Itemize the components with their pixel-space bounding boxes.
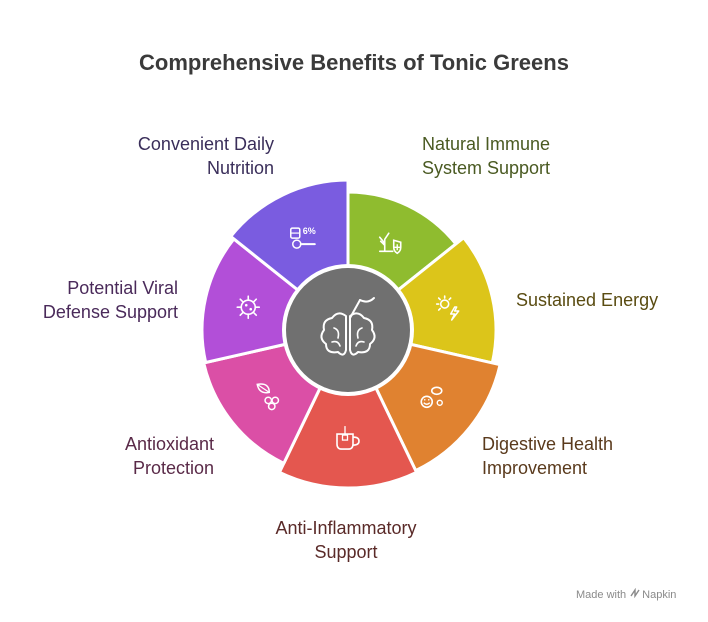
- label-daily-nutrition: Convenient Daily Nutrition: [110, 132, 274, 180]
- virus-icon: [236, 295, 261, 320]
- label-viral-defense: Potential Viral Defense Support: [14, 276, 178, 324]
- label-line: Defense Support: [42, 302, 178, 322]
- napkin-logo-icon: [630, 587, 640, 601]
- made-with-napkin: Made with Napkin: [576, 587, 677, 601]
- svg-text:6%: 6%: [303, 226, 316, 236]
- berries-leaf-icon: [256, 383, 280, 411]
- wheel-segment: [277, 328, 419, 490]
- brain-icon: [320, 297, 376, 356]
- digestive-beans-icon: [420, 386, 443, 409]
- made-with-text: Made with: [576, 589, 627, 601]
- supplement-scoop-icon: 6%: [290, 226, 316, 249]
- label-line: Improvement: [482, 458, 588, 478]
- label-line: Anti-Inflammatory: [275, 518, 417, 538]
- label-line: Convenient Daily: [137, 134, 274, 154]
- label-line: Nutrition: [206, 158, 274, 178]
- label-line: Sustained Energy: [516, 290, 659, 310]
- center-hub: [286, 268, 410, 392]
- tea-cup-icon: [336, 426, 360, 450]
- label-digestive-health: Digestive Health Improvement: [482, 432, 613, 480]
- label-line: Antioxidant: [124, 434, 214, 454]
- label-antioxidant: Antioxidant Protection: [64, 432, 214, 480]
- label-sustained-energy: Sustained Energy: [516, 288, 658, 312]
- plant-shield-icon: [378, 232, 402, 255]
- diagram-title: Comprehensive Benefits of Tonic Greens: [139, 50, 569, 75]
- label-line: Protection: [132, 458, 214, 478]
- napkin-brand-text: Napkin: [642, 589, 677, 601]
- label-line: Potential Viral: [67, 278, 178, 298]
- label-line: System Support: [422, 158, 551, 178]
- label-line: Natural Immune: [422, 134, 551, 154]
- sun-lightning-icon: [435, 295, 460, 321]
- label-line: Support: [314, 542, 378, 562]
- label-anti-inflammatory: Anti-Inflammatory Support: [246, 516, 446, 564]
- label-immune-support: Natural Immune System Support: [422, 132, 550, 180]
- label-line: Digestive Health: [482, 434, 614, 454]
